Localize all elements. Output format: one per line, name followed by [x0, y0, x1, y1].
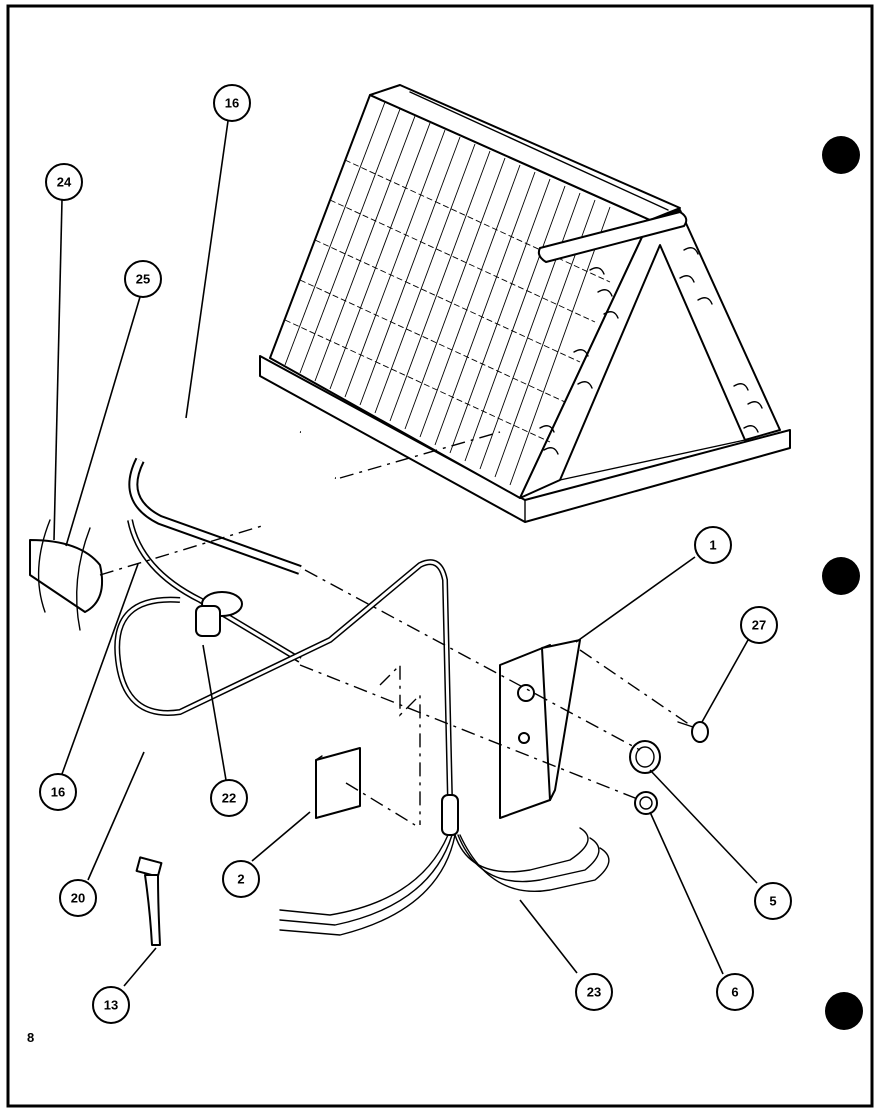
expansion-valve: [114, 519, 459, 836]
svg-text:23: 23: [587, 985, 601, 1000]
callout-27: 27: [740, 606, 778, 644]
svg-text:24: 24: [57, 175, 72, 190]
mounting-bracket: [499, 639, 581, 819]
svg-text:13: 13: [104, 998, 118, 1013]
svg-text:1: 1: [709, 538, 716, 553]
svg-text:6: 6: [731, 985, 738, 1000]
callout-20: 20: [59, 879, 97, 917]
svg-text:20: 20: [71, 891, 85, 906]
callout-2: 2: [222, 860, 260, 898]
callout-5: 5: [754, 882, 792, 920]
page-border: [6, 4, 874, 1108]
sensing-bulb-clamp: [29, 519, 104, 631]
callout-22: 22: [210, 779, 248, 817]
insulation-pad: [315, 747, 361, 819]
binder-hole-bottom: [825, 992, 863, 1030]
svg-text:16: 16: [51, 785, 65, 800]
callout-16-left: 16: [39, 773, 77, 811]
page-number: 8: [27, 1030, 35, 1045]
svg-text:25: 25: [136, 272, 150, 287]
callout-24: 24: [45, 163, 83, 201]
return-bends: [539, 247, 763, 455]
callouts: 16 24 25 1 27 16 22 5: [39, 84, 792, 1024]
coil-fins: [284, 101, 611, 486]
svg-text:22: 22: [222, 791, 236, 806]
suction-tube: [124, 399, 336, 575]
screw: [677, 721, 709, 743]
leader-lines: [53, 120, 758, 987]
assembly-lines: [99, 431, 691, 826]
callout-25: 25: [124, 260, 162, 298]
tie-strap: [135, 856, 163, 946]
callout-6: 6: [716, 973, 754, 1011]
binder-hole-middle: [822, 557, 860, 595]
svg-text:2: 2: [237, 872, 244, 887]
svg-text:16: 16: [225, 96, 239, 111]
evaporator-coil: [259, 84, 791, 523]
svg-text:5: 5: [769, 894, 776, 909]
callout-16-top: 16: [213, 84, 251, 122]
grommet-small: [634, 791, 658, 815]
binder-hole-top: [822, 136, 860, 174]
callout-1: 1: [694, 526, 732, 564]
grommet-large: [629, 740, 661, 774]
callout-23: 23: [575, 973, 613, 1011]
distributor-tubes: [279, 827, 610, 936]
callout-13: 13: [92, 986, 130, 1024]
svg-text:27: 27: [752, 618, 766, 633]
